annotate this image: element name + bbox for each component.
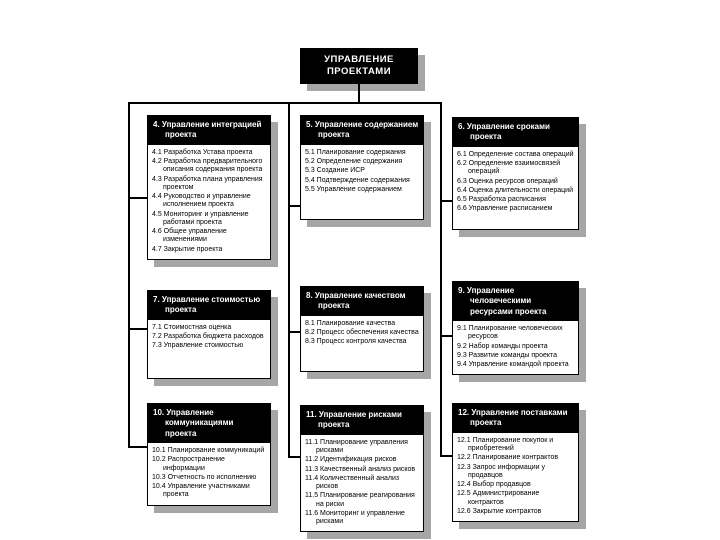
list-item: 4.7 Закрытие проекта	[152, 245, 223, 253]
box-12-procurement: 12. Управление поставками проекта 12.1 П…	[452, 403, 579, 523]
stub-box-10	[128, 446, 147, 448]
root-box-project-management: УПРАВЛЕНИЕ ПРОЕКТАМИ	[300, 48, 418, 84]
list-item: 5.1 Планирование содержания	[305, 148, 406, 156]
list-item: 11.4 Количественный анализ рисков	[305, 474, 400, 491]
list-item: 5.2 Определение содержания	[305, 158, 403, 166]
list-item: 7.2 Разработка бюджета расходов	[152, 333, 264, 341]
list-item: 12.6 Закрытие контрактов	[457, 507, 542, 515]
list-item: 7.1 Стоимостная оценка	[152, 323, 232, 331]
box-6-time: 6. Управление сроками проекта 6.1 Опреде…	[452, 117, 579, 230]
stub-box-8	[288, 331, 300, 333]
list-item: 12.3 Запрос информации у продавцов	[457, 463, 546, 479]
list-item: 6.5 Разработка расписания	[457, 196, 546, 204]
list-item: 4.1 Разработка Устава проекта	[152, 148, 253, 156]
list-item: 7.3 Управление стоимостью	[152, 342, 244, 350]
box-5-scope: 5. Управление содержанием проекта 5.1 Пл…	[300, 115, 424, 220]
list-item: 4.4 Руководство и управление исполнением…	[152, 193, 251, 209]
list-item: 4.6 Общее управление изменениями	[152, 228, 227, 244]
box-4-integration: 4. Управление интеграцией проекта 4.1 Ра…	[147, 115, 271, 260]
list-item: 11.2 Идентификация рисков	[305, 456, 397, 464]
box-4-title: 4. Управление интеграцией проекта	[148, 116, 270, 145]
list-item: 5.3 Создание ИСР	[305, 167, 365, 175]
box-5-items: 5.1 Планирование содержания 5.2 Определен…	[301, 145, 423, 199]
list-item: 8.1 Планирование качества	[305, 319, 396, 327]
box-12-items: 12.1 Планирование покупок и приобретений…	[453, 433, 578, 521]
list-item: 12.1 Планирование покупок и приобретений	[457, 436, 554, 453]
stub-box-9	[440, 335, 452, 337]
box-12-title: 12. Управление поставками проекта	[453, 404, 578, 433]
box-8-title: 8. Управление качеством проекта	[301, 287, 423, 316]
stub-box-5	[288, 205, 300, 207]
list-item: 5.4 Подтверждение содержания	[305, 176, 410, 184]
root-title-line1: УПРАВЛЕНИЕ	[324, 54, 394, 66]
list-item: 6.2 Определение взаимосвязей операций	[457, 160, 561, 176]
list-item: 10.4 Управление участниками проекта	[152, 483, 250, 499]
box-7-items: 7.1 Стоимостная оценка 7.2 Разработка бюд…	[148, 320, 270, 356]
box-11-risk: 11. Управление рисками проекта 11.1 План…	[300, 405, 424, 533]
stub-box-11	[288, 456, 300, 458]
box-9-title: 9. Управление человеческими ресурсами пр…	[453, 282, 578, 322]
stub-box-6	[440, 200, 452, 202]
list-item: 9.2 Набор команды проекта	[457, 342, 548, 350]
box-10-communications: 10. Управление коммуникациями проекта 10…	[147, 403, 271, 506]
connector-column-right	[440, 102, 442, 457]
list-item: 11.1 Планирование управления рисками	[305, 438, 408, 455]
connector-bus	[128, 102, 442, 104]
list-item: 11.6 Мониторинг и управление рисками	[305, 509, 405, 526]
stub-box-4	[128, 197, 147, 199]
list-item: 4.5 Мониторинг и управление работами про…	[152, 210, 249, 226]
list-item: 6.4 Оценка длительности операций	[457, 186, 573, 194]
list-item: 10.2 Распространение информации	[152, 456, 225, 472]
connector-column-left	[128, 102, 130, 448]
box-5-title: 5. Управление содержанием проекта	[301, 116, 423, 145]
list-item: 9.1 Планирование человеческих ресурсов	[457, 325, 563, 341]
list-item: 11.5 Планирование реагирования на риски	[305, 492, 415, 508]
box-11-title: 11. Управление рисками проекта	[301, 406, 423, 435]
list-item: 11.3 Качественный анализ рисков	[305, 465, 416, 473]
list-item: 6.6 Управление расписанием	[457, 205, 553, 213]
box-7-cost: 7. Управление стоимостью проекта 7.1 Сто…	[147, 290, 271, 379]
box-8-quality: 8. Управление качеством проекта 8.1 План…	[300, 286, 424, 372]
stub-box-12	[440, 455, 452, 457]
box-10-title: 10. Управление коммуникациями проекта	[148, 404, 270, 444]
list-item: 12.5 Администрирование контрактов	[457, 490, 540, 506]
list-item: 10.1 Планирование коммуникаций	[152, 447, 265, 455]
list-item: 12.2 Планирование контрактов	[457, 454, 559, 462]
list-item: 12.4 Выбор продавцов	[457, 481, 531, 489]
box-6-items: 6.1 Определение состава операций 6.2 Опре…	[453, 147, 578, 219]
list-item: 8.3 Процесс контроля качества	[305, 338, 407, 346]
list-item: 9.3 Развитие команды проекта	[457, 351, 558, 359]
connector-column-mid	[288, 102, 290, 458]
root-title-line2: ПРОЕКТАМИ	[326, 66, 392, 77]
list-item: 6.1 Определение состава операций	[457, 150, 574, 158]
box-8-items: 8.1 Планирование качества 8.2 Процесс обе…	[301, 316, 423, 352]
box-9-human-resources: 9. Управление человеческими ресурсами пр…	[452, 281, 579, 376]
box-7-title: 7. Управление стоимостью проекта	[148, 291, 270, 320]
list-item: 8.2 Процесс обеспечения качества	[305, 329, 419, 337]
list-item: 9.4 Управление командой проекта	[457, 361, 569, 369]
stub-box-7	[128, 328, 147, 330]
list-item: 6.3 Оценка ресурсов операций	[457, 177, 558, 185]
list-item: 5.5 Управление содержанием	[305, 185, 402, 193]
list-item: 10.3 Отчетность по исполнению	[152, 473, 257, 481]
box-4-items: 4.1 Разработка Устава проекта 4.2 Разрабо…	[148, 145, 270, 259]
box-6-title: 6. Управление сроками проекта	[453, 118, 578, 147]
connector-trunk	[358, 82, 360, 103]
list-item: 4.3 Разработка плана управления проектом	[152, 175, 263, 191]
list-item: 4.2 Разработка предварительного описания…	[152, 158, 263, 174]
